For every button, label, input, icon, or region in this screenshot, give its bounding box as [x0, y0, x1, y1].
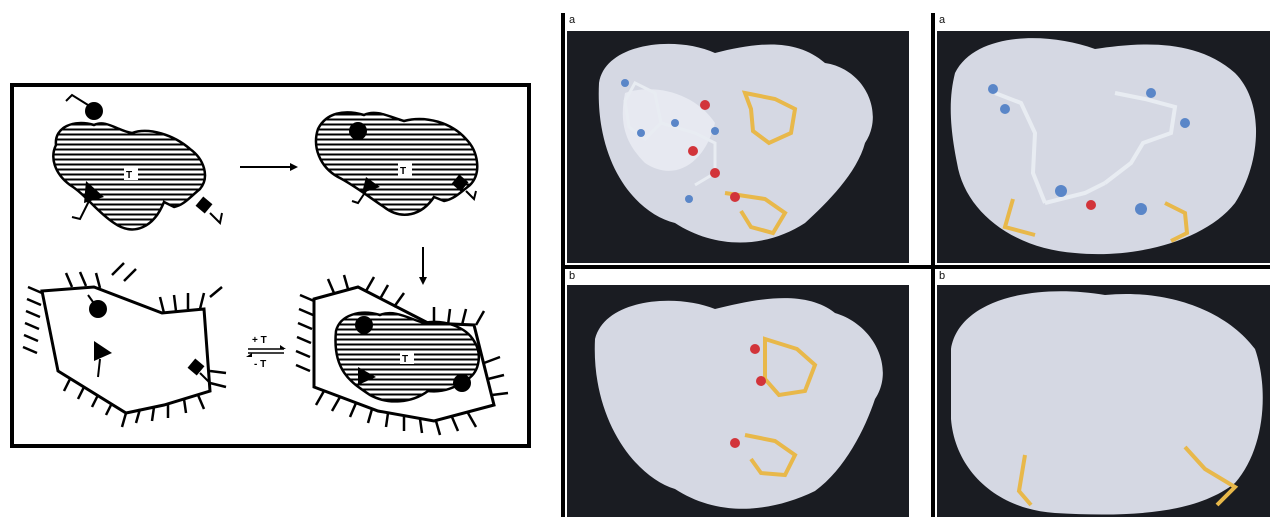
- monomer-tail-icon: [66, 95, 88, 105]
- cavity-site-stem-2: [98, 359, 100, 377]
- template-label-1: T: [126, 170, 132, 181]
- panel-bottom-left: b: [565, 269, 931, 517]
- panel-bottom-right: b: [935, 269, 1270, 517]
- molecular-surface-plate: a a: [561, 13, 1270, 517]
- rebound-square-icon: [453, 374, 471, 392]
- equilibrium-arrows: + T - T: [246, 335, 286, 370]
- cavity-triangle-site-icon: [94, 341, 112, 361]
- panel-top-left: a: [565, 13, 931, 265]
- arrowhead-down-icon: [419, 277, 427, 285]
- molecular-surface-4: [951, 291, 1263, 514]
- cavity-outline: [42, 287, 210, 413]
- cavity-square-site-icon: [188, 359, 205, 376]
- imprinted-cavity: [23, 263, 226, 427]
- bound-tail-icon: [352, 191, 366, 203]
- arrowhead-right-icon: [290, 163, 298, 171]
- square-monomer-icon: [196, 197, 213, 214]
- equilibrium-reverse-label: - T: [254, 359, 266, 370]
- template-label-2: T: [400, 166, 406, 177]
- rebound-circle-icon: [355, 316, 373, 334]
- bound-tail-icon-2: [466, 191, 476, 199]
- circle-monomer-bound-icon: [349, 122, 367, 140]
- equilibrium-forward-label: + T: [252, 335, 267, 346]
- scheme-drawing: + T - T: [14, 87, 527, 444]
- molecular-surface-2: [951, 38, 1256, 254]
- template-step-1: [53, 95, 222, 229]
- template-label-3: T: [402, 354, 408, 365]
- panel-top-right: a: [935, 13, 1270, 265]
- monomer-tail-icon-3: [210, 213, 222, 223]
- template-step-2: [316, 112, 477, 214]
- imprinting-scheme: + T - T: [10, 83, 531, 448]
- template-molecule-shape-2: [316, 112, 477, 214]
